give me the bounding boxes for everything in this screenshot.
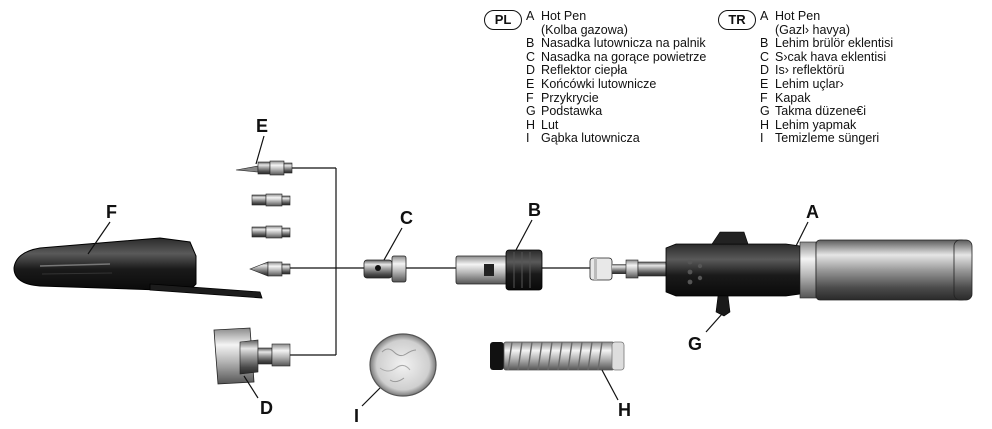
legend-value: Temizleme süngeri xyxy=(775,131,880,146)
legend-row: G Takma düzene€i xyxy=(760,105,893,119)
hot-air-attachment-part xyxy=(363,255,407,283)
legend-row: E Końcówki lutownicze xyxy=(526,76,706,92)
legend-key: C xyxy=(760,49,770,64)
legend-key: B xyxy=(760,36,769,51)
legend-row: H Lehim yapmak xyxy=(760,117,893,133)
legend-row: D Is› reflektörü xyxy=(760,64,893,78)
cleaning-sponge-part xyxy=(369,333,437,397)
legend-row: H Lut xyxy=(526,117,706,133)
spacer-part xyxy=(589,257,613,281)
legend-row: C S›cak hava eklentisi xyxy=(760,49,893,65)
leader-lines xyxy=(87,135,809,407)
legend-row: (Gazl› havya) xyxy=(760,22,893,38)
legend-key: I xyxy=(760,131,764,146)
legend-value: Końcówki lutownicze xyxy=(541,76,657,91)
legend-key: G xyxy=(526,104,536,119)
legend-value: Lut xyxy=(541,117,559,132)
legend-key: H xyxy=(526,117,536,132)
callout-g: G xyxy=(688,334,703,354)
solder-tips xyxy=(235,160,293,277)
legend-value: Przykrycie xyxy=(541,90,599,105)
legend-value: Gąbka lutownicza xyxy=(541,131,640,146)
legend-key: E xyxy=(526,76,535,91)
cover-part xyxy=(13,237,263,299)
language-badge-pl: PL xyxy=(484,10,522,30)
legend-value: Reflektor ciepła xyxy=(541,63,628,78)
legend-row: F Kapak xyxy=(760,90,893,106)
legend-value: (Kolba gazowa) xyxy=(541,22,628,37)
legend-value: Lehim brülör eklentisi xyxy=(775,36,894,51)
legend-pl-rows: A Hot Pen (Kolba gazowa) B Nasadka lutowni… xyxy=(526,9,707,146)
legend-value: Podstawka xyxy=(541,104,603,119)
legend-key: I xyxy=(526,131,530,146)
legend-row: E Lehim uçlar› xyxy=(760,76,893,92)
callout-c: C xyxy=(400,208,413,228)
legend-key: D xyxy=(760,63,770,78)
hot-pen-body-part xyxy=(612,231,973,317)
solder-tip-2 xyxy=(251,193,291,207)
legend-row: A Hot Pen xyxy=(526,9,706,24)
legend-key: A xyxy=(526,9,535,23)
solder-burner-attachment-part xyxy=(455,249,543,291)
legend-key: A xyxy=(760,9,769,23)
legend-value: Kapak xyxy=(775,90,811,105)
callout-i: I xyxy=(354,406,360,426)
legend-key: B xyxy=(526,36,535,51)
callout-f: F xyxy=(106,202,117,222)
legend-key: D xyxy=(526,63,536,78)
solder-tip-1 xyxy=(235,160,293,176)
language-badge-tr: TR xyxy=(718,10,756,30)
legend-row: D Reflektor ciepła xyxy=(526,64,706,78)
legend-row: I Gąbka lutownicza xyxy=(526,132,706,146)
legend-value: Hot Pen xyxy=(775,9,821,23)
legend-value: Lehim uçlar› xyxy=(775,76,844,91)
callout-e: E xyxy=(256,116,269,136)
solder-tip-4 xyxy=(249,261,291,277)
legend-value: Hot Pen xyxy=(541,9,587,23)
legend-key: G xyxy=(760,104,770,119)
connector-lines xyxy=(290,167,600,356)
legend-key: F xyxy=(760,90,768,105)
legend-row: B Nasadka lutownicza na palnik xyxy=(526,37,706,51)
legend-value: Is› reflektörü xyxy=(775,63,845,78)
legend-value: S›cak hava eklentisi xyxy=(775,49,887,64)
callout-a: A xyxy=(806,202,819,222)
legend-tr-rows: A Hot Pen (Gazl› havya) B Lehim brülör ekl… xyxy=(760,9,893,146)
legend-row: G Podstawka xyxy=(526,105,706,119)
heat-reflector-part xyxy=(213,327,291,385)
legend-row: F Przykrycie xyxy=(526,90,706,106)
legend-row: C Nasadka na gorące powietrze xyxy=(526,49,707,65)
legend-row: B Lehim brülör eklentisi xyxy=(760,37,893,51)
solder-tip-3 xyxy=(251,225,291,239)
legend-tr: TR A Hot Pen (Gazl› havya) B Lehim brülör … xyxy=(718,9,893,146)
legend-row: I Temizleme süngeri xyxy=(760,132,893,146)
legend-key: F xyxy=(526,90,534,105)
callout-b: B xyxy=(528,200,541,220)
legend-pl: PL A Hot Pen (Kolba gazowa) B Nasadka luto… xyxy=(484,9,707,146)
callout-h: H xyxy=(618,400,631,420)
legend-value: Takma düzene€i xyxy=(775,104,867,119)
legend-key: E xyxy=(760,76,769,91)
legend-key: C xyxy=(526,49,536,64)
legend-value: Nasadka na gorące powietrze xyxy=(541,49,707,64)
legend-row: (Kolba gazowa) xyxy=(526,22,706,38)
solder-wire-part xyxy=(490,341,625,371)
legend-row: A Hot Pen xyxy=(760,9,893,24)
legend-value: Nasadka lutownicza na palnik xyxy=(541,36,706,51)
callout-d: D xyxy=(260,398,273,418)
legend-value: Lehim yapmak xyxy=(775,117,857,132)
legend-value: (Gazl› havya) xyxy=(775,22,851,37)
legend-key: H xyxy=(760,117,770,132)
